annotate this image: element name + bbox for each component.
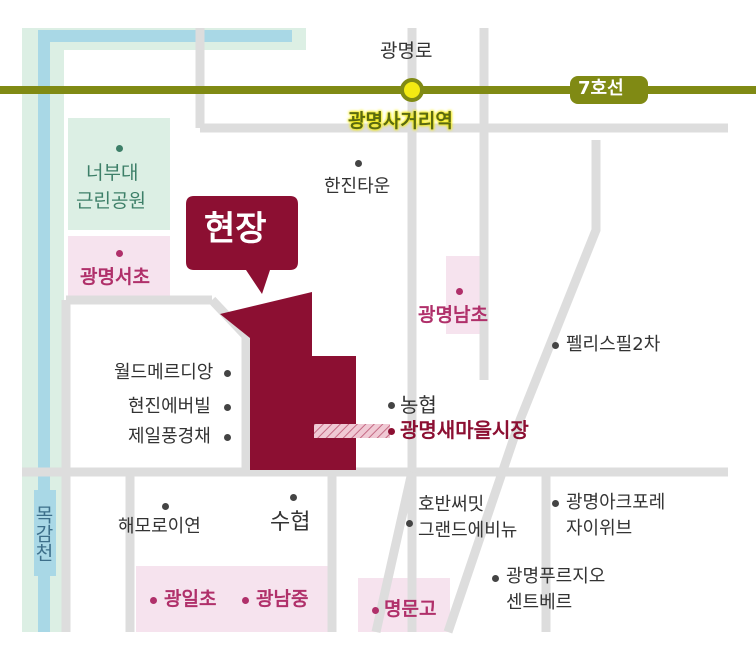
place-marker-hanjin	[355, 160, 362, 167]
place-marker-felice	[552, 342, 559, 349]
subway-line-badge-bg	[570, 76, 648, 104]
place-label-hanjin: 한진타운	[324, 176, 391, 197]
road-label: 광명로	[380, 40, 433, 62]
place-marker-world-meridian	[224, 370, 231, 377]
site-callout	[186, 196, 298, 294]
place-marker-suhyup	[290, 494, 297, 501]
place-label-hoban-2: 그랜드에비뉴	[418, 520, 518, 541]
road-network	[22, 28, 728, 634]
park-marker	[116, 145, 123, 152]
park-area	[68, 118, 170, 230]
place-marker-hoban	[406, 520, 413, 527]
school-area-seocho	[68, 236, 170, 298]
place-marker-market	[388, 428, 395, 435]
place-label-market: 광명새마을시장	[400, 418, 529, 442]
station-label: 광명사거리역	[348, 110, 453, 132]
place-label-jeil: 제일풍경채	[128, 426, 211, 447]
stream	[38, 30, 292, 632]
place-label-nonghyup: 농협	[400, 393, 437, 417]
place-marker-hyunjin	[224, 404, 231, 411]
school-area-namcho	[446, 256, 486, 334]
place-label-prugio-1: 광명푸르지오	[506, 566, 606, 587]
school-marker-seocho	[116, 250, 123, 257]
place-label-hoban-1: 호반써밋	[418, 494, 485, 515]
place-marker-prugio	[492, 575, 499, 582]
school-label-namcho: 광명남초	[418, 304, 488, 326]
place-marker-nonghyup	[388, 402, 395, 409]
market-connector	[314, 424, 390, 438]
school-area-gwangil	[136, 566, 332, 632]
site-label: 현장	[204, 209, 267, 249]
place-label-felice: 펠리스필2차	[566, 334, 661, 355]
place-label-prugio-2: 센트베르	[506, 592, 573, 613]
school-marker-namcho	[456, 288, 463, 295]
place-label-haemoro: 해모로이연	[118, 516, 201, 537]
school-label-gwangnam: 광남중	[256, 588, 309, 610]
school-label-seocho: 광명서초	[80, 266, 150, 288]
school-label-gwangil: 광일초	[164, 588, 217, 610]
school-marker-myeongmun	[372, 607, 379, 614]
stream-label: 목감천	[32, 490, 56, 576]
place-label-suhyup: 수협	[270, 510, 311, 535]
subway-line-badge: 7호선	[578, 78, 624, 99]
school-area-myeongmun	[358, 578, 450, 632]
place-label-hyunjin: 현진에버빌	[128, 396, 211, 417]
place-marker-jeil	[224, 434, 231, 441]
park-label-line1: 너부대	[86, 162, 139, 184]
place-label-arc-1: 광명아크포레	[566, 492, 666, 513]
school-marker-gwangil	[150, 597, 157, 604]
place-label-world-meridian: 월드메르디앙	[114, 362, 214, 383]
school-label-myeongmun: 명문고	[384, 598, 437, 620]
place-marker-haemoro	[162, 503, 169, 510]
place-marker-arc	[552, 500, 559, 507]
site-block	[220, 292, 356, 470]
park-label-line2: 근린공원	[76, 190, 146, 212]
school-marker-gwangnam	[242, 597, 249, 604]
station-marker	[400, 78, 424, 102]
place-label-arc-2: 자이위브	[566, 518, 633, 539]
